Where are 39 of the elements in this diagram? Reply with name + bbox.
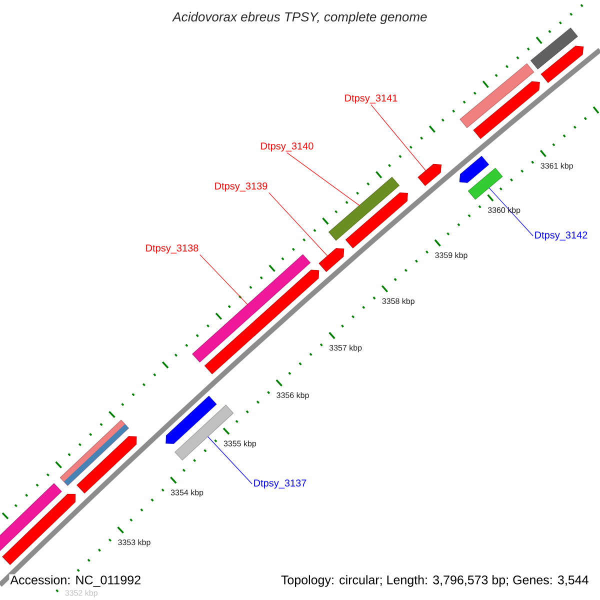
gene-feature <box>345 192 408 248</box>
tick-label: 3354 kbp <box>170 489 204 497</box>
gene-label: Dtpsy_3139 <box>215 182 268 192</box>
gene-feature <box>2 494 76 565</box>
gene-label: Dtpsy_3138 <box>146 244 198 254</box>
leader-line <box>370 104 426 171</box>
gene-feature <box>166 396 217 444</box>
tick-label: 3361 kbp <box>540 162 573 170</box>
gene-bar <box>460 63 534 128</box>
title: Acidovorax ebreus TPSY, complete genome <box>172 12 427 24</box>
gene-feature <box>204 270 320 374</box>
gene-feature <box>418 164 442 186</box>
gene-feature <box>473 81 540 139</box>
gene-bar <box>530 28 578 70</box>
tick-label: 3356 kbp <box>276 392 309 400</box>
tick-label: 3355 kbp <box>224 440 256 448</box>
gene-feature <box>76 436 137 494</box>
leader-line <box>286 152 360 206</box>
gene-bar <box>468 168 503 200</box>
tick-label: 3352 kbp <box>65 590 98 598</box>
tick-label: 3359 kbp <box>435 252 468 260</box>
tick-label: 3353 kbp <box>118 539 150 547</box>
gene-bar <box>192 254 310 362</box>
gene-feature <box>318 248 344 272</box>
info-text: Topology: circular; Length: 3,796,573 bp; Genes: 3,544 <box>280 574 590 588</box>
gene-feature <box>459 156 489 183</box>
gene-label: Dtpsy_3140 <box>261 142 314 152</box>
tick-label: 3358 kbp <box>382 298 414 306</box>
gene-label: Dtpsy_3141 <box>345 94 398 104</box>
leader-line <box>488 188 534 236</box>
gene-label: Dtpsy_3137 <box>254 479 306 489</box>
leader-line <box>268 192 328 256</box>
leader-line <box>208 436 252 484</box>
gene-bar <box>328 176 400 241</box>
tick-label: 3357 kbp <box>329 344 362 352</box>
info-text: Accession: NC_011992 <box>9 574 142 588</box>
leader-line <box>200 254 248 305</box>
gene-label: Dtpsy_3142 <box>535 231 588 241</box>
gene-feature <box>540 46 584 83</box>
